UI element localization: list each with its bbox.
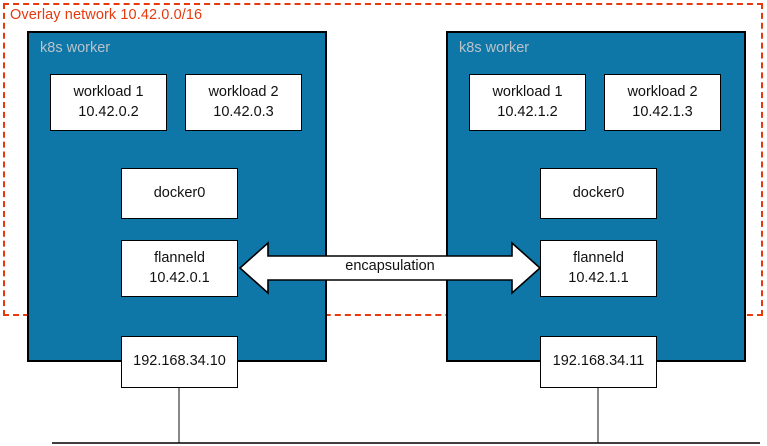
host-ip-box-2[interactable]: 192.168.34.11 <box>540 336 657 388</box>
docker0-1-name: docker0 <box>153 184 206 201</box>
docker0-2-name: docker0 <box>572 184 625 201</box>
flanneld-box-1[interactable]: flanneld 10.42.0.1 <box>121 240 238 297</box>
docker0-box-2[interactable]: docker0 <box>540 168 657 219</box>
workload-box-1-1[interactable]: workload 1 10.42.0.2 <box>50 74 167 131</box>
flanneld-2-ip: 10.42.1.1 <box>568 269 629 286</box>
worker-1-label: k8s worker <box>40 40 111 56</box>
overlay-network-boundary <box>3 3 763 316</box>
workload-1-1-ip: 10.42.0.2 <box>78 103 139 120</box>
flanneld-1-name: flanneld <box>154 250 205 267</box>
host-ip-box-1[interactable]: 192.168.34.10 <box>121 336 238 388</box>
workload-1-2-ip: 10.42.0.3 <box>213 103 274 120</box>
host-ip-1-value: 192.168.34.10 <box>133 353 226 370</box>
workload-1-1-name: workload 1 <box>73 84 144 101</box>
workload-box-2-1[interactable]: workload 1 10.42.1.2 <box>469 74 586 131</box>
workload-2-1-ip: 10.42.1.2 <box>497 103 558 120</box>
workload-box-1-2[interactable]: workload 2 10.42.0.3 <box>185 74 302 131</box>
docker0-box-1[interactable]: docker0 <box>121 168 238 219</box>
workload-2-2-ip: 10.42.1.3 <box>632 103 693 120</box>
host-ip-2-value: 192.168.34.11 <box>552 353 645 370</box>
flanneld-2-name: flanneld <box>573 250 624 267</box>
flanneld-1-ip: 10.42.0.1 <box>149 269 210 286</box>
workload-2-2-name: workload 2 <box>627 84 698 101</box>
workload-2-1-name: workload 1 <box>492 84 563 101</box>
flanneld-box-2[interactable]: flanneld 10.42.1.1 <box>540 240 657 297</box>
workload-1-2-name: workload 2 <box>208 84 279 101</box>
encapsulation-label: encapsulation <box>345 258 435 274</box>
overlay-network-label: Overlay network 10.42.0.0/16 <box>10 7 203 23</box>
workload-box-2-2[interactable]: workload 2 10.42.1.3 <box>604 74 721 131</box>
worker-2-label: k8s worker <box>459 40 530 56</box>
